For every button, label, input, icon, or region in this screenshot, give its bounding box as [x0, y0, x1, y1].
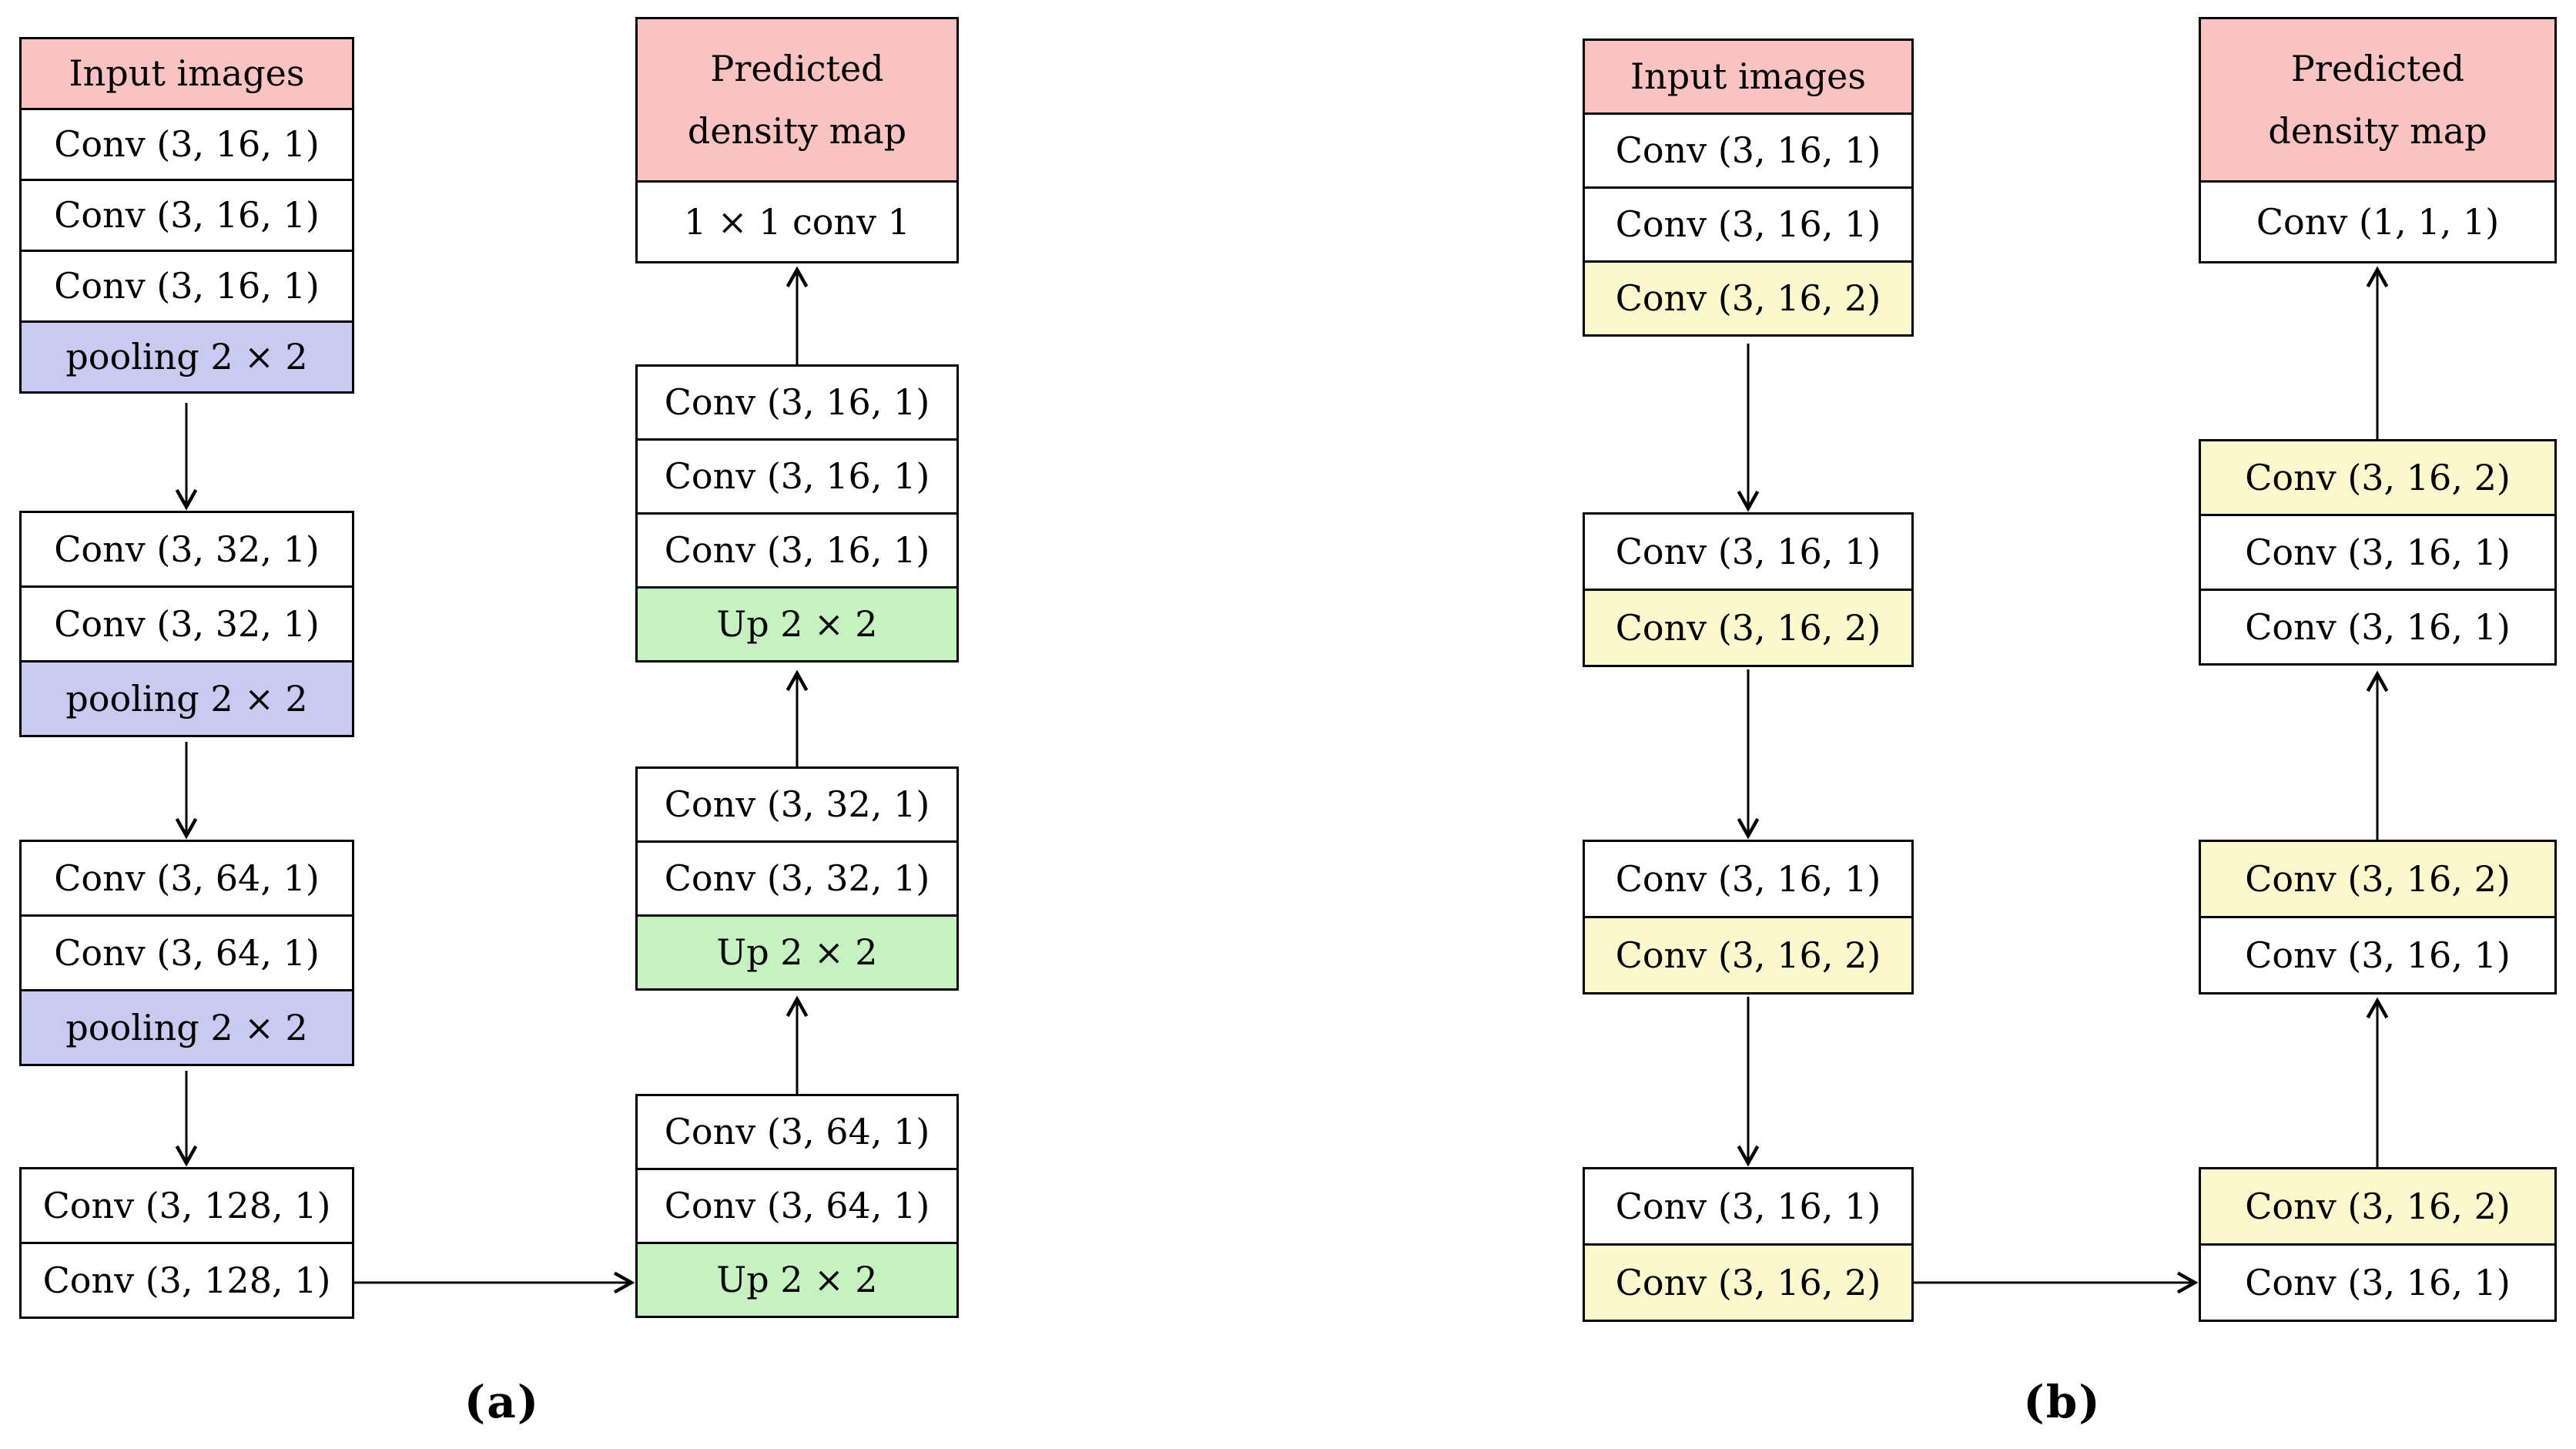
strided-conv-box: Conv (3, 16, 2) — [2199, 1167, 2557, 1246]
decoder-b-stack-3: Conv (3, 16, 2)Conv (3, 16, 1) — [2199, 840, 2557, 995]
encoder-a-stack-4: Conv (3, 128, 1)Conv (3, 128, 1) — [19, 1167, 354, 1319]
panel-b-label: (b) — [2023, 1376, 2102, 1428]
box-label-line: Predicted — [710, 48, 884, 89]
strided-conv-box: Conv (3, 16, 2) — [2199, 840, 2557, 918]
decoder-b-stack-2: Conv (3, 16, 2)Conv (3, 16, 1)Conv (3, 1… — [2199, 439, 2557, 666]
predicted-density-map-box: Predicted density map — [2199, 17, 2557, 183]
conv-box: Conv (3, 128, 1) — [19, 1167, 354, 1244]
conv-box: Conv (3, 64, 1) — [635, 1094, 959, 1170]
decoder-a-stack-3: Conv (3, 32, 1)Conv (3, 32, 1)Up 2 × 2 — [635, 766, 959, 991]
conv-box: Conv (3, 32, 1) — [635, 840, 959, 917]
conv-box: Conv (3, 16, 1) — [1583, 840, 1914, 918]
conv-box: Conv (3, 16, 1) — [1583, 512, 1914, 591]
decoder-b-stack-4: Conv (3, 16, 2)Conv (3, 16, 1) — [2199, 1167, 2557, 1322]
conv-box: Conv (3, 64, 1) — [19, 914, 354, 991]
conv-box: Conv (3, 16, 1) — [2199, 514, 2557, 591]
encoder-b-stack-4: Conv (3, 16, 1)Conv (3, 16, 2) — [1583, 1167, 1914, 1322]
pooling-box: pooling 2 × 2 — [19, 320, 354, 394]
box-label-line: Predicted — [2290, 48, 2465, 89]
conv-box: Conv (3, 16, 1) — [635, 438, 959, 515]
predicted-density-map-box: Predicted density map — [635, 17, 959, 183]
conv-box: Conv (3, 16, 1) — [2199, 589, 2557, 666]
conv-box: Conv (3, 64, 1) — [19, 840, 354, 917]
box-label-line: density map — [2268, 109, 2487, 152]
conv-box: Conv (3, 64, 1) — [635, 1168, 959, 1244]
conv-box: Conv (3, 16, 1) — [1583, 112, 1914, 189]
encoder-b-stack-3: Conv (3, 16, 1)Conv (3, 16, 2) — [1583, 840, 1914, 995]
box-label-line: density map — [687, 109, 907, 152]
strided-conv-box: Conv (3, 16, 2) — [1583, 916, 1914, 995]
encoder-b-stack-2: Conv (3, 16, 1)Conv (3, 16, 2) — [1583, 512, 1914, 667]
conv-box: Conv (3, 16, 1) — [19, 108, 354, 181]
conv-box: Conv (3, 16, 1) — [1583, 186, 1914, 263]
conv-box: Conv (3, 32, 1) — [19, 511, 354, 588]
input-images-box: Input images — [19, 37, 354, 110]
conv-1x1-box: 1 × 1 conv 1 — [635, 180, 959, 263]
strided-conv-box: Conv (3, 16, 2) — [2199, 439, 2557, 516]
decoder-a-stack-1: Predicted density map 1 × 1 conv 1 — [635, 17, 959, 263]
upsample-box: Up 2 × 2 — [635, 1242, 959, 1318]
decoder-a-stack-2: Conv (3, 16, 1)Conv (3, 16, 1)Conv (3, 1… — [635, 364, 959, 662]
pooling-box: pooling 2 × 2 — [19, 989, 354, 1066]
pooling-box: pooling 2 × 2 — [19, 660, 354, 737]
conv-box: Conv (3, 16, 1) — [19, 179, 354, 252]
conv-box: Conv (3, 128, 1) — [19, 1242, 354, 1319]
decoder-a-stack-4: Conv (3, 64, 1)Conv (3, 64, 1)Up 2 × 2 — [635, 1094, 959, 1318]
conv-box: Conv (3, 16, 1) — [635, 364, 959, 441]
upsample-box: Up 2 × 2 — [635, 586, 959, 662]
conv-box: Conv (3, 16, 1) — [2199, 916, 2557, 995]
panel-a-label: (a) — [464, 1376, 541, 1428]
strided-conv-box: Conv (3, 16, 2) — [1583, 1243, 1914, 1322]
strided-conv-box: Conv (3, 16, 2) — [1583, 589, 1914, 667]
conv-box: Conv (3, 16, 1) — [635, 512, 959, 589]
encoder-a-stack-2: Conv (3, 32, 1)Conv (3, 32, 1)pooling 2 … — [19, 511, 354, 737]
conv-box: Conv (3, 16, 1) — [2199, 1243, 2557, 1322]
conv-box: Conv (3, 16, 1) — [1583, 1167, 1914, 1246]
conv-box: Conv (3, 16, 1) — [19, 250, 354, 323]
conv-box: Conv (3, 32, 1) — [635, 766, 959, 843]
input-images-box: Input images — [1583, 39, 1914, 115]
strided-conv-box: Conv (3, 16, 2) — [1583, 260, 1914, 337]
conv-box: Conv (1, 1, 1) — [2199, 180, 2557, 263]
conv-box: Conv (3, 32, 1) — [19, 585, 354, 662]
encoder-a-stack-3: Conv (3, 64, 1)Conv (3, 64, 1)pooling 2 … — [19, 840, 354, 1066]
upsample-box: Up 2 × 2 — [635, 914, 959, 991]
